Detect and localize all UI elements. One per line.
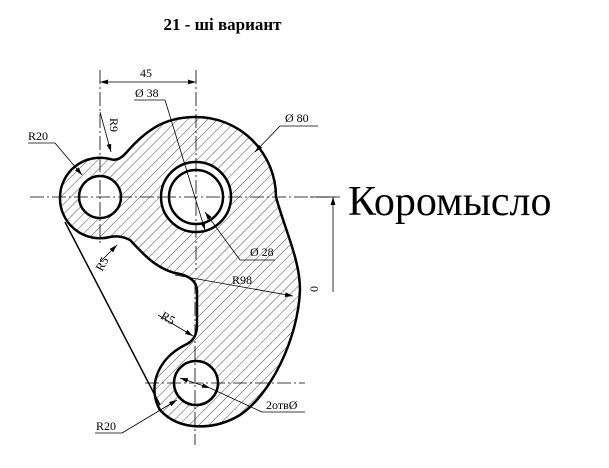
dim-r98: R98 — [232, 273, 252, 287]
dim-r20-top: R20 — [28, 129, 48, 143]
tangent-line — [64, 221, 161, 406]
dim-r9: R9 — [107, 118, 121, 132]
dim-holes: 2отвØ — [266, 398, 298, 412]
drawing-title: 21 - ші вариант — [163, 15, 282, 34]
dim-45: 45 — [140, 66, 152, 80]
dim-vertical: 0 — [307, 286, 321, 292]
dim-r20-bottom: R20 — [96, 419, 116, 433]
dim-r5-left: R5 — [92, 254, 111, 273]
dim-d38: Ø 38 — [135, 86, 159, 100]
dim-r5-mid: R5 — [159, 308, 178, 327]
dim-d28: Ø 28 — [250, 245, 274, 259]
center-lines — [30, 70, 335, 445]
part-name: Коромысло — [348, 179, 552, 225]
dim-d80: Ø 80 — [285, 111, 309, 125]
